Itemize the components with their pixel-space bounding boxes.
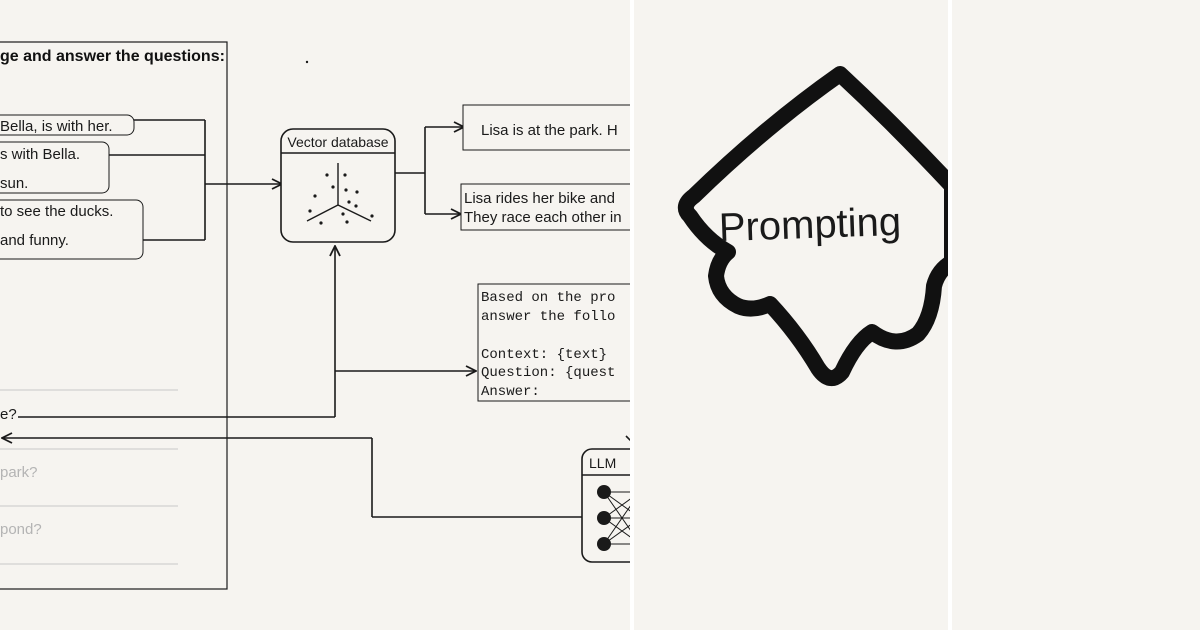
- passage-chunk-box: [0, 114, 135, 136]
- retrieval-connectors: [395, 127, 464, 214]
- neural-network-icon: [597, 485, 630, 551]
- panel-divider: [630, 0, 634, 630]
- prompt-template-line: Question: {quest: [481, 365, 615, 381]
- stray-dot: [305, 60, 309, 64]
- sheet-heading: ge and answer the questions:: [0, 48, 225, 65]
- passage-line: s with Bella.: [0, 146, 80, 163]
- question-sheet: [0, 41, 228, 590]
- blank-panel: [952, 0, 1200, 630]
- retrieved-chunk-box: [460, 183, 630, 231]
- answer-connectors: [2, 436, 630, 518]
- vector-database: Vector database: [280, 128, 396, 243]
- llm-block: LLM: [581, 448, 630, 563]
- passage-line: to see the ducks.: [0, 203, 113, 220]
- prompt-template-line: Answer:: [481, 384, 540, 400]
- llm-label: LLM: [589, 455, 616, 471]
- passage-chunk-box: [0, 141, 110, 194]
- retrieved-chunk-text: They race each other in: [464, 209, 622, 226]
- prompting-logo: Prompting: [677, 66, 948, 386]
- passage-chunk-box: [0, 199, 144, 260]
- prompt-template-box: [477, 283, 630, 402]
- passage-line: and funny.: [0, 232, 69, 249]
- panel-divider: [948, 0, 952, 630]
- question-line: e?: [0, 406, 17, 423]
- embedding-axes-icon: [306, 163, 374, 225]
- retrieved-chunk-text: Lisa rides her bike and: [464, 190, 615, 207]
- rag-diagram: ge and answer the questions: Bella, is w…: [0, 41, 630, 590]
- question-line-faded: pond?: [0, 521, 42, 538]
- chunk-connectors: [109, 119, 282, 241]
- prompt-template-line: answer the follo: [481, 309, 615, 325]
- question-line-faded: park?: [0, 464, 38, 481]
- passage-line: Bella, is with her.: [0, 118, 113, 135]
- logo-label: Prompting: [718, 200, 902, 250]
- retrieved-chunk-box: [462, 104, 630, 151]
- answer-lines: [0, 389, 178, 565]
- retrieved-chunk-text: Lisa is at the park. H: [481, 122, 618, 139]
- query-connectors: [18, 246, 476, 418]
- prompting-logo-panel: Prompting: [634, 0, 948, 630]
- vector-database-label: Vector database: [287, 134, 388, 150]
- rag-diagram-svg: ge and answer the questions: Bella, is w…: [0, 41, 630, 590]
- prompt-template-line: Based on the pro: [481, 290, 615, 306]
- prompt-template-line: Context: {text}: [481, 347, 607, 363]
- puzzle-piece-icon: [677, 66, 948, 386]
- passage-line: sun.: [0, 175, 28, 192]
